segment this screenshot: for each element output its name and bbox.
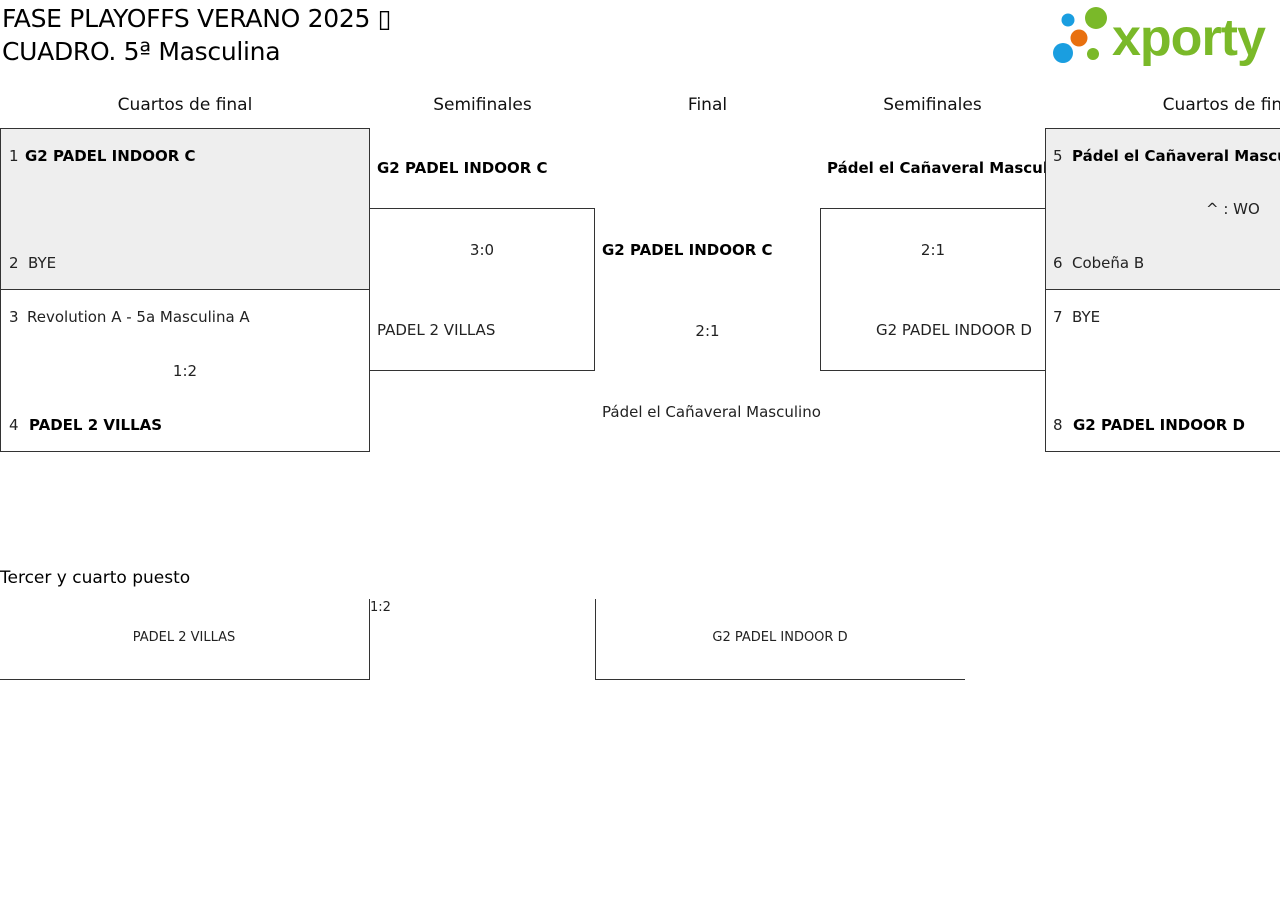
- qf-left-match-1[interactable]: 1 G2 PADEL INDOOR C 2 BYE: [0, 128, 370, 290]
- match-slot-5: 5 Pádel el Cañaveral Masculino: [1053, 147, 1280, 165]
- team-name: BYE: [28, 254, 57, 272]
- seed-number: 1: [9, 147, 19, 165]
- qf-right-match-1[interactable]: 5 Pádel el Cañaveral Masculino ^ : WO 6 Co…: [1045, 128, 1280, 290]
- sf-right-match[interactable]: 2:1 G2 PADEL INDOOR D: [820, 208, 1046, 371]
- sf-left-team-1: G2 PADEL INDOOR C: [377, 159, 548, 177]
- third-place-label: Tercer y cuarto puesto: [0, 568, 191, 588]
- header-sf-left: Semifinales: [433, 95, 532, 115]
- match-score: 3:0: [469, 241, 495, 259]
- title-line-1: FASE PLAYOFFS VERANO 2025 ▯: [2, 4, 392, 33]
- xporty-logo-icon: xporty: [1053, 7, 1267, 67]
- seed-number: 3: [9, 308, 19, 326]
- header-final: Final: [687, 95, 728, 115]
- header-sf-right: Semifinales: [883, 95, 982, 115]
- qf-left-match-2[interactable]: 3 Revolution A - 5a Masculina A 1:2 4 PADE…: [0, 289, 370, 452]
- match-score: 1:2: [172, 362, 198, 380]
- team-name: G2 PADEL INDOOR C: [25, 147, 196, 165]
- sf-left-match[interactable]: 3:0 PADEL 2 VILLAS: [369, 208, 595, 371]
- team-name: Revolution A - 5a Masculina A: [27, 308, 250, 326]
- seed-number: 8: [1053, 416, 1063, 434]
- seed-number: 4: [9, 416, 19, 434]
- page-title: FASE PLAYOFFS VERANO 2025 ▯ CUADRO. 5ª M…: [2, 2, 391, 68]
- seed-number: 7: [1053, 308, 1063, 326]
- seed-number: 6: [1053, 254, 1063, 272]
- team-name: BYE: [1072, 308, 1101, 326]
- sf-left-team-2: PADEL 2 VILLAS: [377, 321, 496, 339]
- final-team-1: G2 PADEL INDOOR C: [602, 241, 773, 259]
- match-slot-3: 3 Revolution A - 5a Masculina A: [9, 308, 250, 326]
- team-name: G2 PADEL INDOOR D: [1073, 416, 1245, 434]
- seed-number: 2: [9, 254, 19, 272]
- sf-right-team-2: G2 PADEL INDOOR D: [876, 321, 1032, 339]
- header-qf-left: Cuartos de final: [117, 95, 253, 115]
- xporty-logo: xporty: [1050, 4, 1276, 68]
- sf-right-team-1: Pádel el Cañaveral Masculino: [827, 159, 1075, 177]
- match-slot-4: 4 PADEL 2 VILLAS: [9, 416, 162, 434]
- team-name: PADEL 2 VILLAS: [132, 630, 236, 645]
- match-slot-2: 2 BYE: [9, 254, 56, 272]
- third-place-slot-1[interactable]: PADEL 2 VILLAS: [0, 599, 370, 680]
- team-name: PADEL 2 VILLAS: [29, 416, 163, 434]
- match-slot-8: 8 G2 PADEL INDOOR D: [1053, 416, 1245, 434]
- team-name: G2 PADEL INDOOR D: [712, 630, 848, 645]
- final-team-2: Pádel el Cañaveral Masculino: [602, 403, 821, 421]
- match-score: ^ : WO: [1206, 200, 1260, 218]
- title-line-2: CUADRO. 5ª Masculina: [2, 37, 281, 66]
- match-slot-1: 1 G2 PADEL INDOOR C: [9, 147, 196, 165]
- logo-text: xporty: [1112, 9, 1266, 67]
- third-place-slot-2[interactable]: G2 PADEL INDOOR D: [595, 599, 965, 680]
- header-qf-right: Cuartos de final: [1162, 95, 1280, 115]
- team-name: Pádel el Cañaveral Masculino: [1072, 147, 1280, 165]
- match-slot-7: 7 BYE: [1053, 308, 1100, 326]
- match-score: 2:1: [920, 241, 946, 259]
- seed-number: 5: [1053, 147, 1063, 165]
- match-slot-6: 6 Cobeña B: [1053, 254, 1144, 272]
- final-score: 2:1: [695, 322, 720, 340]
- team-name: Cobeña B: [1072, 254, 1145, 272]
- third-place-score: 1:2: [370, 600, 391, 615]
- qf-right-match-2[interactable]: 7 BYE 8 G2 PADEL INDOOR D: [1045, 289, 1280, 452]
